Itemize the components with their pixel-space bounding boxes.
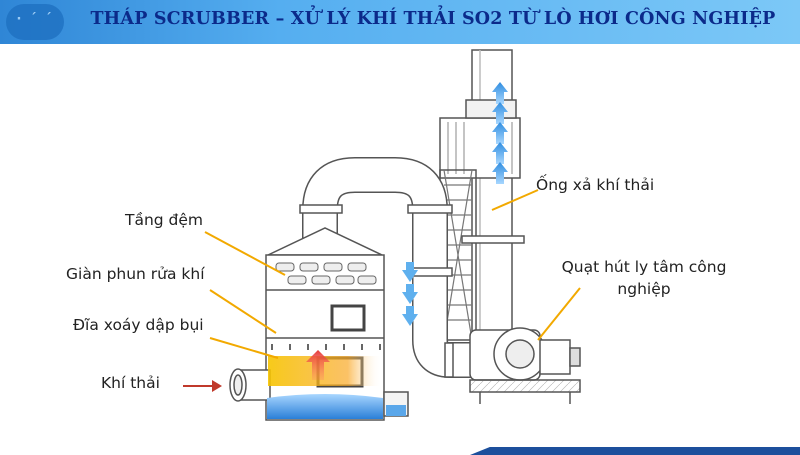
label-fan: Quạt hút ly tâm công nghiệp <box>546 256 742 300</box>
callout-lines <box>204 189 581 359</box>
label-exhaust-stack: Ống xả khí thải <box>536 176 655 194</box>
footer-bar <box>470 447 800 455</box>
title-banner: · ´ ´ THÁP SCRUBBER – XỬ LÝ KHÍ THẢI SO2… <box>0 0 800 44</box>
logo-text: · ´ ´ <box>16 12 54 27</box>
centrifugal-fan <box>469 327 581 404</box>
scrubber-tower <box>265 227 385 421</box>
label-spray-rack: Giàn phun rửa khí <box>66 265 205 283</box>
label-fan-line2: nghiệp <box>617 280 671 298</box>
exhaust-stack <box>439 49 525 351</box>
stack-airflow-arrows <box>492 82 508 184</box>
duct-airflow-arrows <box>402 262 418 326</box>
water-basin <box>267 394 383 419</box>
rising-gas-arrow <box>306 350 330 380</box>
label-fan-line1: Quạt hút ly tâm công <box>561 258 727 276</box>
logo: · ´ ´ <box>6 4 64 40</box>
label-swirl-plate: Đĩa xoáy dập bụi <box>73 316 204 334</box>
connecting-duct <box>299 157 490 378</box>
label-exhaust-in: Khí thải <box>101 374 160 392</box>
water-pump <box>383 391 409 417</box>
label-packing-layer: Tầng đệm <box>125 211 204 229</box>
page-title: THÁP SCRUBBER – XỬ LÝ KHÍ THẢI SO2 TỪ LÒ… <box>90 9 776 29</box>
scrubber-diagram <box>183 49 581 421</box>
inlet-pipe <box>229 368 271 402</box>
inlet-arrow <box>183 380 222 392</box>
